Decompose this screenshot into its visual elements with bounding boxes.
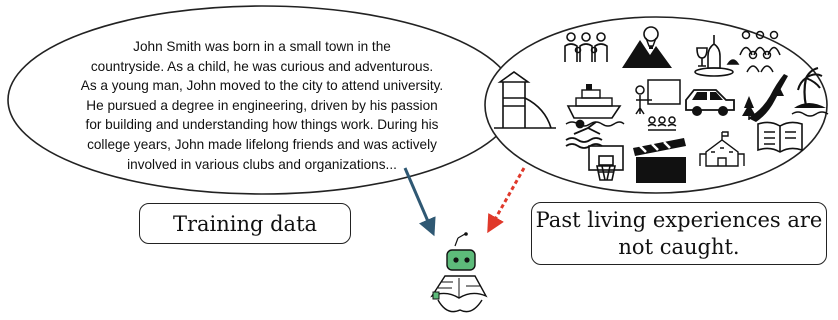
teacher-class-icon [635,79,681,131]
island-palm-icon [791,67,829,117]
past-experiences-label: Past living experiences are not caught. [531,202,827,265]
training-text-passage: John Smith was born in a small town in t… [46,37,478,174]
family-icon [564,32,608,62]
passage-line: John Smith was born in a small town in t… [133,39,391,54]
past-label-line: Past living experiences are [535,207,823,232]
passage-line: involved in various clubs and organizati… [127,156,397,172]
passage-line: He pursued a degree in engineering, driv… [86,97,438,113]
group-people-icon [739,30,781,73]
clapperboard-icon [633,138,686,183]
basketball-hoop-icon [588,145,624,181]
experiences-bubble [484,16,828,194]
car-icon [685,89,735,116]
training-arrow [403,167,436,237]
playground-slide-icon [494,71,556,129]
training-data-label: Training data [139,203,351,244]
passage-line: college years, John made lifelong friend… [87,136,437,152]
missing-experience-arrow [487,167,526,234]
robot-reading-icon [430,232,488,313]
passage-line: countryside. As a child, he was curious … [90,58,434,74]
school-building-icon [699,131,745,167]
passage-line: for building and understanding how thing… [85,117,439,133]
open-book-icon [757,121,803,153]
road-trees-icon [742,74,788,122]
wine-dinner-icon [694,35,740,77]
swimmer-icon [565,119,603,149]
mountain-balloon-icon [622,26,672,68]
passage-line: As a young man, John moved to the city t… [80,78,444,94]
past-label-line: not caught. [618,234,740,259]
